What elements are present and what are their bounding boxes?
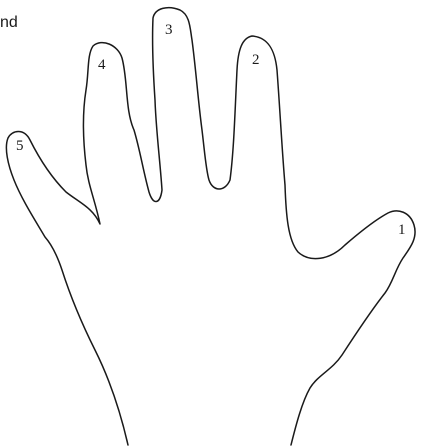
finger-label-5: 5 bbox=[16, 138, 24, 154]
finger-label-1: 1 bbox=[398, 222, 406, 238]
hand-outline bbox=[6, 8, 415, 445]
finger-label-3: 3 bbox=[165, 22, 173, 38]
finger-label-4: 4 bbox=[98, 57, 106, 73]
finger-label-2: 2 bbox=[252, 52, 260, 68]
corner-text: nd bbox=[0, 14, 18, 31]
